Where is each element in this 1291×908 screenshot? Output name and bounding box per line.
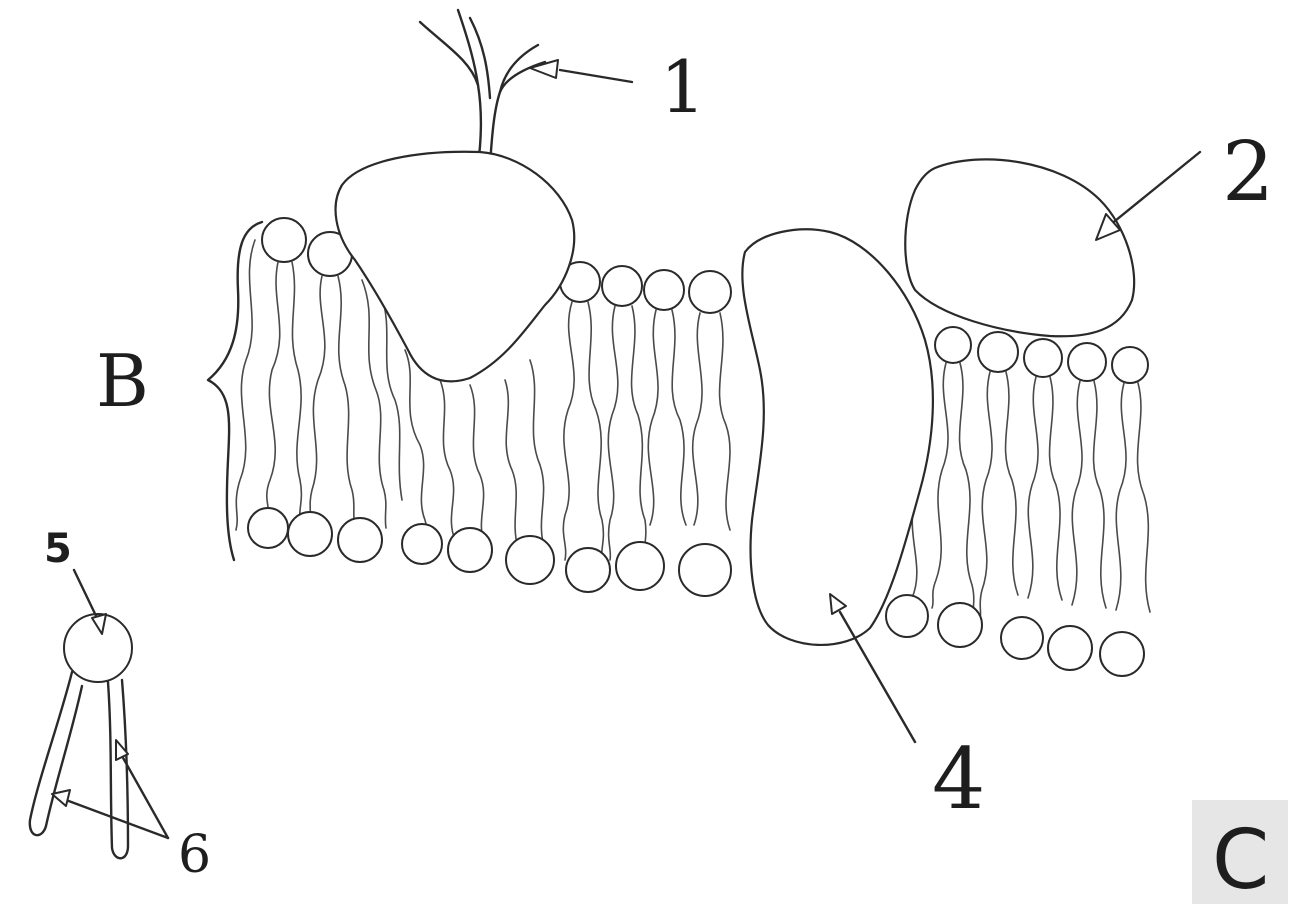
corner-letter: C [1212, 813, 1269, 908]
phospholipid-head [288, 512, 332, 556]
phospholipid-head [935, 327, 971, 363]
phospholipid-head [1068, 343, 1106, 381]
phospholipid-head [402, 524, 442, 564]
label-1: 1 [660, 45, 706, 129]
model-tail [108, 680, 128, 858]
phospholipid-head [338, 518, 382, 562]
label-6: 6 [178, 825, 211, 885]
label-3: B [96, 339, 149, 423]
phospholipid-head [689, 271, 731, 313]
bilayer-bracket [208, 222, 262, 560]
glycoprotein [336, 152, 575, 382]
inner-leaflet-heads [248, 508, 1144, 676]
label-5: 5 [44, 526, 72, 572]
phospholipid-head [1112, 347, 1148, 383]
arrow-1 [560, 70, 632, 82]
phospholipid-head [616, 542, 664, 590]
phospholipid-head [248, 508, 288, 548]
phospholipid-head [448, 528, 492, 572]
label-2: 2 [1222, 125, 1274, 220]
arrow-5 [74, 570, 98, 620]
carbohydrate-chain [420, 10, 545, 165]
phospholipid-head [566, 548, 610, 592]
phospholipid-head [679, 544, 731, 596]
phospholipid-head [262, 218, 306, 262]
label-4: 4 [932, 730, 985, 828]
integral-protein [742, 229, 933, 645]
arrow-2 [1110, 152, 1200, 225]
phospholipid-model [30, 614, 132, 858]
phospholipid-head [938, 603, 982, 647]
phospholipid-head [886, 595, 928, 637]
phospholipid-head [1100, 632, 1144, 676]
phospholipid-head [1001, 617, 1043, 659]
phospholipid-head [978, 332, 1018, 372]
phospholipid-head [506, 536, 554, 584]
phospholipid-head [602, 266, 642, 306]
arrow-6a [66, 800, 168, 838]
model-tail [30, 672, 82, 835]
phospholipid-head [1024, 339, 1062, 377]
phospholipid-head [644, 270, 684, 310]
peripheral-protein [905, 159, 1134, 336]
arrowhead-icon [52, 790, 70, 806]
phospholipid-head [1048, 626, 1092, 670]
